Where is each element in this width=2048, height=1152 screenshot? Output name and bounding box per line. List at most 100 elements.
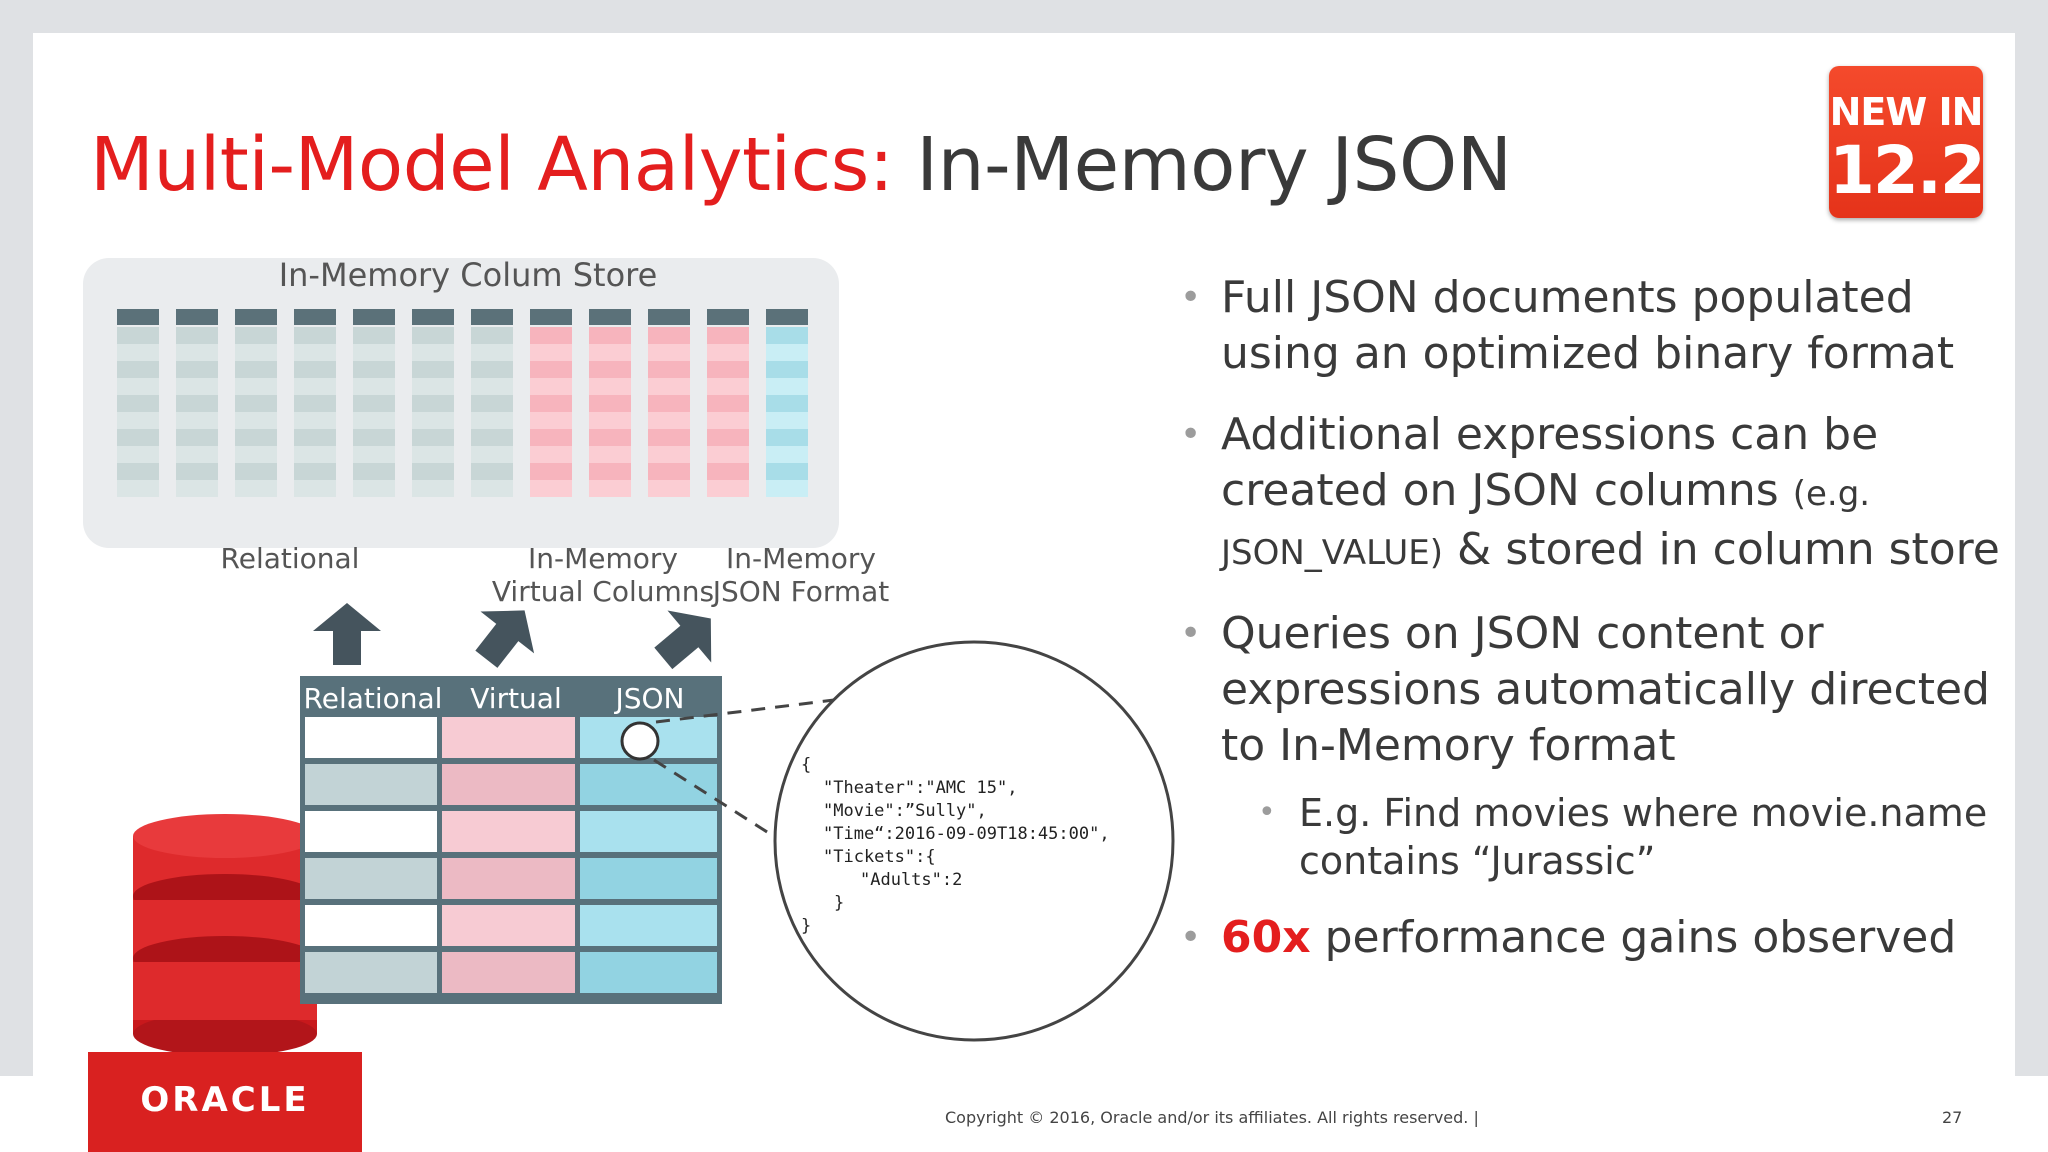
bullet-1-text: Full JSON documents populated using an o… xyxy=(1221,272,1955,379)
table-cell-relational xyxy=(305,811,437,852)
store-cell xyxy=(530,429,572,446)
store-cell xyxy=(766,446,808,463)
store-cell xyxy=(353,361,395,378)
bullet-dot-icon: • xyxy=(1180,414,1202,455)
store-cell xyxy=(235,395,277,412)
store-cell xyxy=(117,395,159,412)
store-cell xyxy=(766,412,808,429)
store-cell xyxy=(117,327,159,344)
store-cell xyxy=(412,463,454,480)
store-cell xyxy=(235,361,277,378)
table-cell-virtual xyxy=(442,905,575,946)
bullet-2-example: (e.g. JSON_VALUE) xyxy=(1221,474,1871,573)
table-header-relational: Relational xyxy=(304,682,443,715)
label-virtual-1: In-Memory xyxy=(528,542,678,575)
bullet-dot-icon: • xyxy=(1180,613,1202,654)
store-column-header xyxy=(353,309,395,325)
store-cell xyxy=(471,395,513,412)
store-cell xyxy=(589,480,631,497)
title-part2: In-Memory JSON xyxy=(916,122,1512,208)
slide-title: Multi-Model Analytics: In-Memory JSON xyxy=(90,128,1512,202)
store-cell xyxy=(530,412,572,429)
store-cell xyxy=(235,446,277,463)
store-cell xyxy=(117,361,159,378)
store-cell xyxy=(471,378,513,395)
table-cell-relational xyxy=(305,717,437,758)
json-line-2: "Theater":"AMC 15", xyxy=(823,778,1017,798)
store-column-header xyxy=(648,309,690,325)
store-cell xyxy=(766,429,808,446)
store-cell xyxy=(589,327,631,344)
table-cell-virtual xyxy=(442,764,575,805)
store-cell xyxy=(176,361,218,378)
store-cell xyxy=(766,327,808,344)
store-cell xyxy=(589,463,631,480)
store-cell xyxy=(471,446,513,463)
store-cell xyxy=(235,463,277,480)
store-cell xyxy=(176,412,218,429)
store-cell xyxy=(412,412,454,429)
table-cell-virtual xyxy=(442,717,575,758)
store-cell xyxy=(648,378,690,395)
store-cell xyxy=(707,463,749,480)
table-cell-virtual xyxy=(442,952,575,993)
store-column-header xyxy=(117,309,159,325)
table-cell-virtual xyxy=(442,858,575,899)
database-icon xyxy=(133,814,317,1056)
table-cell-relational xyxy=(305,858,437,899)
store-cell xyxy=(353,378,395,395)
oracle-logo: ORACLE xyxy=(88,1052,362,1152)
store-cell xyxy=(766,361,808,378)
architecture-diagram: In-Memory Colum Store Relational In-Memo… xyxy=(83,256,1175,1056)
store-cell xyxy=(471,412,513,429)
arrow-right-icon xyxy=(654,610,712,670)
store-cell xyxy=(176,327,218,344)
store-cell xyxy=(235,378,277,395)
table-cell-relational xyxy=(305,905,437,946)
store-cell xyxy=(530,361,572,378)
store-cell xyxy=(766,463,808,480)
bullet-4-accent: 60x xyxy=(1221,912,1311,963)
bullet-2: • Additional expressions can be created … xyxy=(1180,407,2020,581)
bullet-dot-icon: • xyxy=(1180,917,1202,958)
store-cell xyxy=(117,429,159,446)
store-cell xyxy=(117,480,159,497)
json-line-1: { xyxy=(801,755,811,775)
store-cell xyxy=(589,395,631,412)
zoom-circle xyxy=(773,640,1175,1042)
store-column-header xyxy=(176,309,218,325)
bullet-3-sub: • E.g. Find movies where movie.name cont… xyxy=(1258,789,2020,885)
store-cell xyxy=(176,429,218,446)
store-cell xyxy=(648,327,690,344)
table-cell-virtual xyxy=(442,811,575,852)
json-line-3: "Movie":”Sully", xyxy=(823,801,987,821)
store-cell xyxy=(412,446,454,463)
store-cell xyxy=(589,412,631,429)
store-cell xyxy=(707,446,749,463)
store-cell xyxy=(294,446,336,463)
store-cell xyxy=(176,395,218,412)
bullet-1: • Full JSON documents populated using an… xyxy=(1180,270,2020,382)
store-cell xyxy=(589,446,631,463)
store-cell xyxy=(235,327,277,344)
store-cell xyxy=(471,463,513,480)
store-cell xyxy=(707,361,749,378)
store-cell xyxy=(766,378,808,395)
store-cell xyxy=(648,344,690,361)
store-cell xyxy=(412,378,454,395)
badge-line1: NEW IN xyxy=(1829,90,1984,134)
store-cell xyxy=(412,344,454,361)
table-cell-relational xyxy=(305,952,437,993)
bullet-4: • 60x performance gains observed xyxy=(1180,910,2020,966)
store-cell xyxy=(235,480,277,497)
store-cell xyxy=(353,463,395,480)
store-cell xyxy=(412,361,454,378)
store-cell xyxy=(176,344,218,361)
table-cell-json xyxy=(580,764,717,805)
title-part1: Multi-Model Analytics: xyxy=(90,122,894,208)
store-cell xyxy=(353,429,395,446)
bullet-2-text-end: & stored in column store xyxy=(1457,524,2000,575)
store-cell xyxy=(294,463,336,480)
store-cell xyxy=(707,378,749,395)
store-column-header xyxy=(766,309,808,325)
